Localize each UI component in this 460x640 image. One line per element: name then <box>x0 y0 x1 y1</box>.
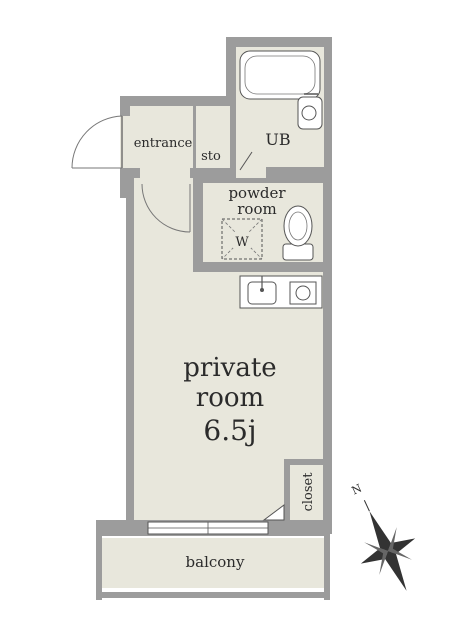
closet-door <box>262 504 285 521</box>
toilet <box>282 205 314 261</box>
balcony-label: balcony <box>186 553 245 571</box>
powder-room-label-2: room <box>237 200 276 218</box>
floors <box>102 47 324 588</box>
entrance-door <box>71 115 132 169</box>
powder-room-label-1: powder <box>228 184 286 202</box>
private-room-label-1: private <box>183 353 276 383</box>
balcony-window <box>147 521 269 535</box>
bathroom-label: UB <box>265 130 290 149</box>
kitchen <box>239 275 323 309</box>
bath-sink <box>297 93 323 130</box>
entrance-label: entrance <box>134 136 193 151</box>
compass-rose <box>360 500 416 591</box>
washer-spot <box>221 218 263 260</box>
private-room-size: 6.5j <box>203 414 256 447</box>
storage-floor <box>196 106 230 168</box>
washer-label: W <box>235 235 249 250</box>
entrance-floor <box>130 106 194 168</box>
balcony-floor <box>102 538 324 588</box>
compass-north-label: N <box>350 481 365 497</box>
closet-label: closet <box>301 472 316 512</box>
storage-label: sto <box>201 149 221 164</box>
private-room-label-2: room <box>196 383 264 413</box>
partitions <box>96 106 332 600</box>
bathtub <box>239 50 321 100</box>
closet-floor <box>291 465 323 520</box>
room-door <box>140 165 191 233</box>
